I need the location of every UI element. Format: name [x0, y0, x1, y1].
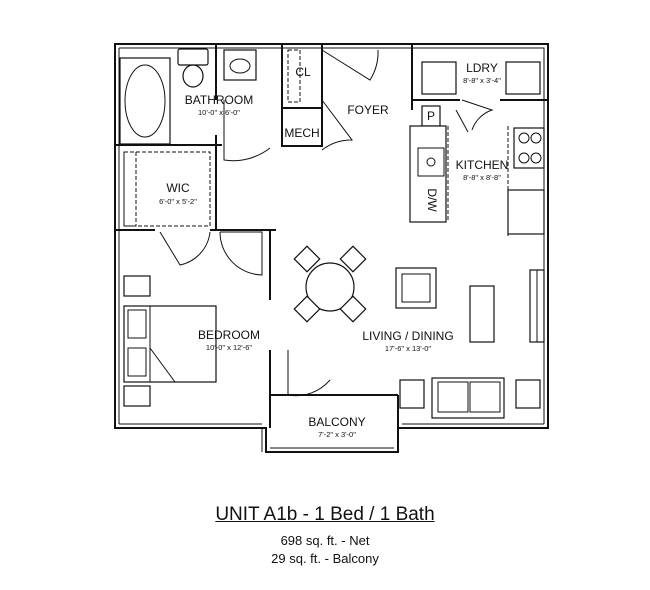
bedroom-label: BEDROOM — [198, 328, 260, 342]
balcony-area: 29 sq. ft. - Balcony — [271, 551, 379, 566]
room-labels: BATHROOM 10'-0" x 6'-0" CL MECH FOYER LD… — [159, 61, 508, 439]
floor-plan: BATHROOM 10'-0" x 6'-0" CL MECH FOYER LD… — [114, 43, 549, 453]
dishwasher-label: D/W — [425, 188, 439, 212]
living-label: LIVING / DINING — [362, 329, 453, 343]
kitchen-label: KITCHEN — [456, 158, 509, 172]
doors — [159, 49, 494, 397]
kitchen-dim: 8'-8" x 8'-8" — [463, 173, 501, 182]
unit-title: UNIT A1b - 1 Bed / 1 Bath — [0, 504, 650, 526]
net-area: 698 sq. ft. - Net — [280, 533, 370, 548]
closet-label: CL — [295, 65, 311, 79]
wic-shelf-outline — [123, 151, 211, 227]
wic-label: WIC — [166, 181, 190, 195]
bedroom-dim: 10'-0" x 12'-6" — [206, 343, 252, 352]
laundry-dim: 8'-8" x 3'-4" — [463, 76, 501, 85]
laundry-label: LDRY — [466, 61, 498, 75]
bathroom-fixtures — [119, 48, 257, 145]
kitchen-fixtures — [409, 61, 545, 236]
dining-set — [293, 245, 367, 323]
bathroom-label: BATHROOM — [185, 93, 253, 107]
bedroom-furniture — [123, 275, 217, 407]
pantry-label: P — [427, 109, 435, 123]
balcony-label: BALCONY — [308, 415, 365, 429]
closet-shelf — [287, 49, 301, 103]
foyer-label: FOYER — [347, 103, 389, 117]
interior-walls — [115, 43, 548, 428]
bathroom-dim: 10'-0" x 6'-0" — [198, 108, 240, 117]
wic-dim: 6'-0" x 5'-2" — [159, 197, 197, 206]
living-dim: 17'-6" x 13'-0" — [385, 344, 431, 353]
wic-shelf — [123, 151, 137, 227]
mech-label: MECH — [284, 126, 319, 140]
unit-title-text: UNIT A1b - 1 Bed / 1 Bath — [215, 504, 435, 525]
balcony-dim: 7'-2" x 3'-0" — [318, 430, 356, 439]
living-furniture — [395, 267, 545, 419]
